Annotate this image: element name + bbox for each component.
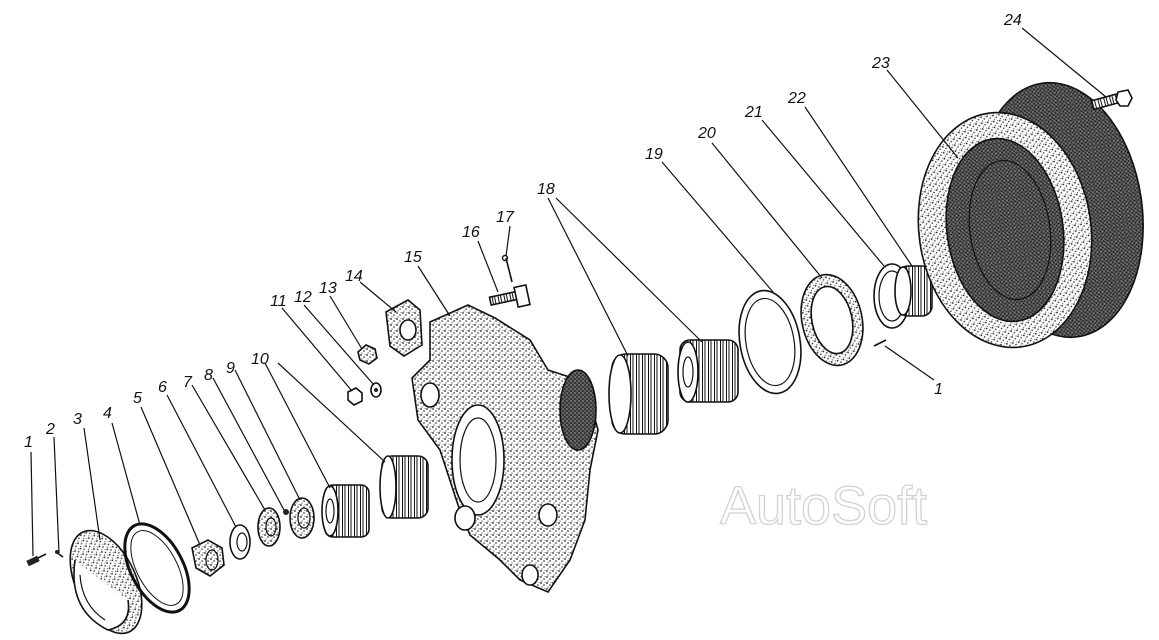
part-3-hub-cap (69, 529, 143, 635)
callout-21: 21 (744, 104, 763, 121)
part-12-washer (370, 382, 382, 398)
callout-13: 13 (319, 280, 337, 297)
callout-3: 3 (73, 411, 82, 428)
callout-5: 5 (133, 390, 142, 407)
part-7-lock-washer (257, 507, 281, 547)
part-1-bolt (26, 553, 47, 567)
callout-7: 7 (183, 374, 193, 391)
part-10-bearing-cup (379, 455, 429, 519)
part-17-cotter-pin (501, 254, 513, 283)
part-5-nut (191, 539, 225, 577)
part-20-oil-seal (800, 273, 864, 367)
callout-labels: 1 2 3 4 5 6 7 8 9 10 11 12 13 14 15 16 1… (24, 12, 1022, 451)
watermark-text: AutoSoft (720, 476, 927, 536)
callout-16: 16 (462, 224, 480, 241)
leader-lines (30, 27, 1107, 557)
part-16-bolt (488, 284, 531, 308)
callout-10: 10 (251, 351, 269, 368)
part-18-bearing-cone (677, 339, 739, 403)
part-14-bracket (385, 299, 423, 357)
part-22-toothed-ring (894, 265, 933, 317)
part-11-nut (347, 387, 363, 406)
callout-15: 15 (404, 249, 422, 266)
part-19-seal-plate (738, 289, 802, 395)
callout-17: 17 (496, 209, 515, 226)
callout-9: 9 (226, 360, 235, 377)
callout-24: 24 (1003, 12, 1022, 29)
callout-8: 8 (204, 367, 213, 384)
part-15-knuckle (411, 304, 599, 593)
callout-2: 2 (45, 421, 55, 438)
part-10-bearing-cone (321, 484, 370, 538)
callout-22: 22 (787, 90, 806, 107)
callout-19: 19 (645, 146, 663, 163)
callout-23: 23 (871, 55, 890, 72)
part-8-screw (283, 509, 289, 515)
part-2-pin (55, 550, 64, 558)
part-18-bearing-cup (608, 353, 669, 435)
part-4-gasket (123, 522, 191, 614)
callout-4: 4 (103, 405, 112, 422)
part-1-pin-right (873, 339, 887, 347)
callout-12: 12 (294, 289, 312, 306)
part-24-bolt (1090, 89, 1133, 111)
part-13-nut (357, 344, 378, 365)
callout-14: 14 (345, 268, 363, 285)
callout-1-right: 1 (934, 381, 943, 398)
part-6-washer (229, 524, 251, 560)
part-9-flange-washer (289, 497, 315, 539)
part-23-brake-drum (917, 81, 1144, 349)
callout-11: 11 (270, 293, 287, 310)
callout-20: 20 (697, 125, 716, 142)
callout-1: 1 (24, 434, 33, 451)
callout-18: 18 (537, 181, 555, 198)
callout-6: 6 (158, 379, 167, 396)
